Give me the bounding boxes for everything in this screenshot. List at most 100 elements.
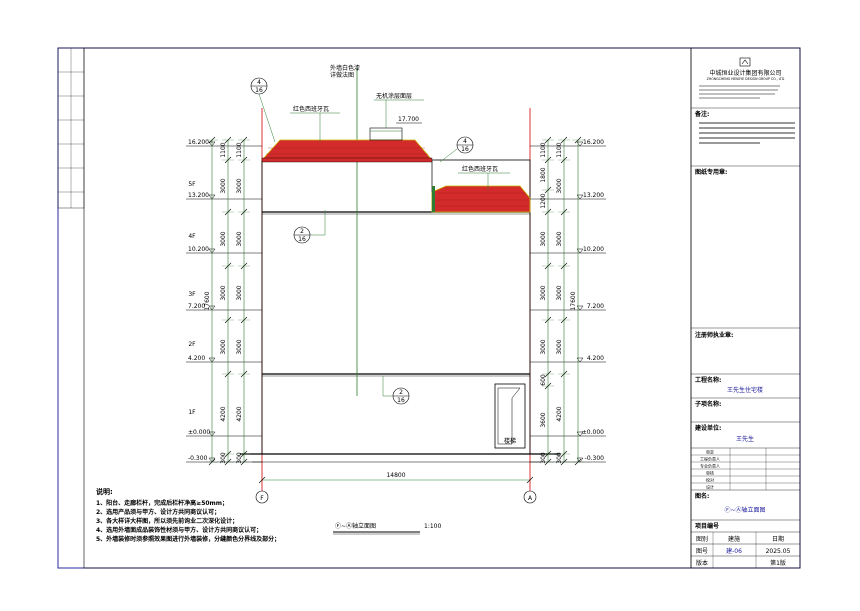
- meta-value-date: 2025.05: [766, 548, 791, 555]
- elev-left-2: 10.200: [188, 246, 209, 253]
- axis-bubble-a: A: [523, 490, 537, 504]
- note-4: 4、选用外墙面成品装饰性材须与甲方、设计方共同商议认可；: [96, 526, 262, 534]
- elev-right-5-marker: [576, 431, 584, 437]
- floor-label-4: 1F: [188, 409, 196, 416]
- elev-right-4: 4.200: [587, 355, 604, 362]
- elev-right-5: ±0.000: [582, 429, 604, 436]
- signature-role-0: 审定: [706, 449, 714, 455]
- svg-text:4: 4: [463, 138, 467, 145]
- license-fine-print: [699, 85, 780, 99]
- left-dim-outer-label-1: 3000: [236, 178, 243, 193]
- notice-heading: 备注:: [694, 110, 709, 118]
- left-dim-total-label-0: 17600: [204, 291, 211, 310]
- approval-heading: 注册师执业章:: [695, 331, 733, 339]
- left-dim-outer-label-3: 3000: [236, 285, 243, 300]
- svg-text:16: 16: [397, 397, 405, 404]
- roof-parapet: [369, 127, 403, 141]
- left-dim-outer-label-4: 3000: [236, 339, 243, 354]
- left-dim-inner-label-1: 3000: [220, 178, 227, 193]
- notes-heading: 说明:: [96, 487, 113, 496]
- client-name: 王先生: [736, 435, 754, 443]
- note-2: 2、选用产品须与甲方、设计方共同商议认可；: [96, 508, 220, 516]
- drawing-title-group: Ⓕ~Ⓐ轴立面图 1:100: [333, 522, 441, 535]
- elev-right-0-marker: [576, 141, 584, 147]
- elev-left-1: 13.200: [188, 192, 209, 199]
- svg-text:2: 2: [399, 389, 403, 396]
- elev-left-0: 16.200: [188, 139, 209, 146]
- detail-ref-4: 2 16: [382, 376, 410, 405]
- elev-left-5: ±0.000: [188, 429, 210, 436]
- detail-ref-3: 2 16: [293, 210, 326, 244]
- project-name: 王先生住宅楼: [727, 386, 763, 394]
- svg-text:16: 16: [461, 146, 469, 153]
- stair-label: 楼梯: [504, 437, 516, 445]
- elev-right-3: 7.200: [587, 303, 604, 310]
- left-dim-inner-label-2: 3000: [220, 231, 227, 246]
- left-dim-inner-label-5: 4200: [220, 406, 227, 421]
- note-1: 1、阳台、走廊栏杆，完成后栏杆净高≥50mm；: [96, 499, 228, 507]
- left-dim-outer-label-2: 3000: [236, 231, 243, 246]
- binding-grid: [58, 71, 84, 193]
- elev-right-2: 10.200: [583, 246, 604, 253]
- subitem-heading: 子项名称:: [695, 400, 721, 408]
- wall-paint-note: 详做法图: [330, 71, 354, 79]
- right-dim-inner-label-6: 600: [540, 374, 547, 386]
- elev-left-6: -0.300: [188, 455, 208, 462]
- elev-right-6: -0.300: [585, 455, 605, 462]
- stair-window: [494, 383, 526, 449]
- svg-text:4: 4: [257, 79, 261, 86]
- right-dim-outer-label-2: 3000: [556, 231, 563, 246]
- elev-right-3-marker: [576, 305, 584, 311]
- tile-texture: [266, 147, 528, 207]
- floor-label-2: 3F: [188, 291, 196, 298]
- meta-value-version: 第1版: [770, 559, 786, 567]
- left-dim-outer-label-5: 4200: [236, 406, 243, 421]
- note-5: 5、外墙装修时须参照效果图进行外墙装修，分缝颜色分界线及部分；: [96, 535, 280, 543]
- outer-frame: [57, 47, 801, 569]
- detail-ref-1: 4 16: [250, 77, 276, 143]
- drawing-name-heading: 图名:: [695, 492, 709, 500]
- signature-role-4: 校对: [706, 477, 714, 483]
- notes-block: 说明: 1、阳台、走廊栏杆，完成后栏杆净高≥50mm； 2、选用产品须与甲方、设…: [96, 487, 280, 543]
- svg-text:F: F: [260, 495, 264, 502]
- right-dim-inner-label-8: 300: [540, 452, 547, 464]
- signature-role-3: 审核: [706, 470, 714, 476]
- elev-right-6-marker: [576, 457, 584, 463]
- right-dim-outer-label-4: 3000: [556, 339, 563, 354]
- elev-right-0: 16.200: [583, 139, 604, 146]
- left-dim-inner-label-0: 1100: [220, 142, 227, 157]
- right-dim-inner-label-0: 1100: [540, 142, 547, 157]
- signature-role-1: 工程负责人: [700, 456, 720, 462]
- right-dim-outer-label-0: 1100: [556, 142, 563, 157]
- axis-bubble-f: F: [255, 490, 269, 504]
- company-name: 中城恒业设计集团有限公司: [709, 69, 781, 77]
- svg-text:16: 16: [298, 236, 306, 243]
- detail-ref-2: 4 16: [439, 136, 474, 163]
- right-dim-inner-label-3: 3000: [540, 231, 547, 246]
- meta-value-number: 建-06: [726, 547, 742, 555]
- elevation-drawing: 楼梯 外墙白色漆 详做法图 红色西班牙瓦 无机涂层面层 17.700 红色西班牙…: [186, 64, 606, 504]
- meta-label-date: 日期: [772, 535, 784, 543]
- project-heading: 工程名称:: [695, 376, 721, 384]
- right-dim-outer-label-3: 3000: [556, 285, 563, 300]
- svg-text:16: 16: [255, 87, 263, 94]
- title-block: 中城恒业设计集团有限公司 ZHONGCHENG HENGYE DESIGN GR…: [690, 47, 801, 569]
- left-dim-inner-label-6: 300: [220, 452, 227, 464]
- right-dim-inner-label-1: 1800: [540, 167, 547, 182]
- lower-roof-tiles: [431, 185, 531, 213]
- signature-role-5: 设计: [706, 484, 714, 490]
- svg-text:A: A: [528, 495, 533, 502]
- roof-level: 17.700: [398, 116, 419, 123]
- signature-role-2: 专业负责人: [700, 463, 720, 469]
- meta-label-version: 版本: [696, 559, 708, 567]
- left-dim-inner-label-3: 3000: [220, 285, 227, 300]
- right-dim-outer-label-5: 4200: [556, 406, 563, 421]
- seal-heading: 图纸专用章:: [695, 168, 727, 176]
- note-3: 3、各大样详大样图，所以须先前询业二次深化设计；: [96, 517, 238, 525]
- left-dim-outer-label-6: 300: [236, 452, 243, 464]
- meta-value-type: 建施: [728, 535, 740, 543]
- notice-fine-print: [699, 122, 795, 144]
- drawing-title: Ⓕ~Ⓐ轴立面图: [335, 522, 376, 530]
- wall-paint-label: 外墙白色漆: [330, 64, 360, 72]
